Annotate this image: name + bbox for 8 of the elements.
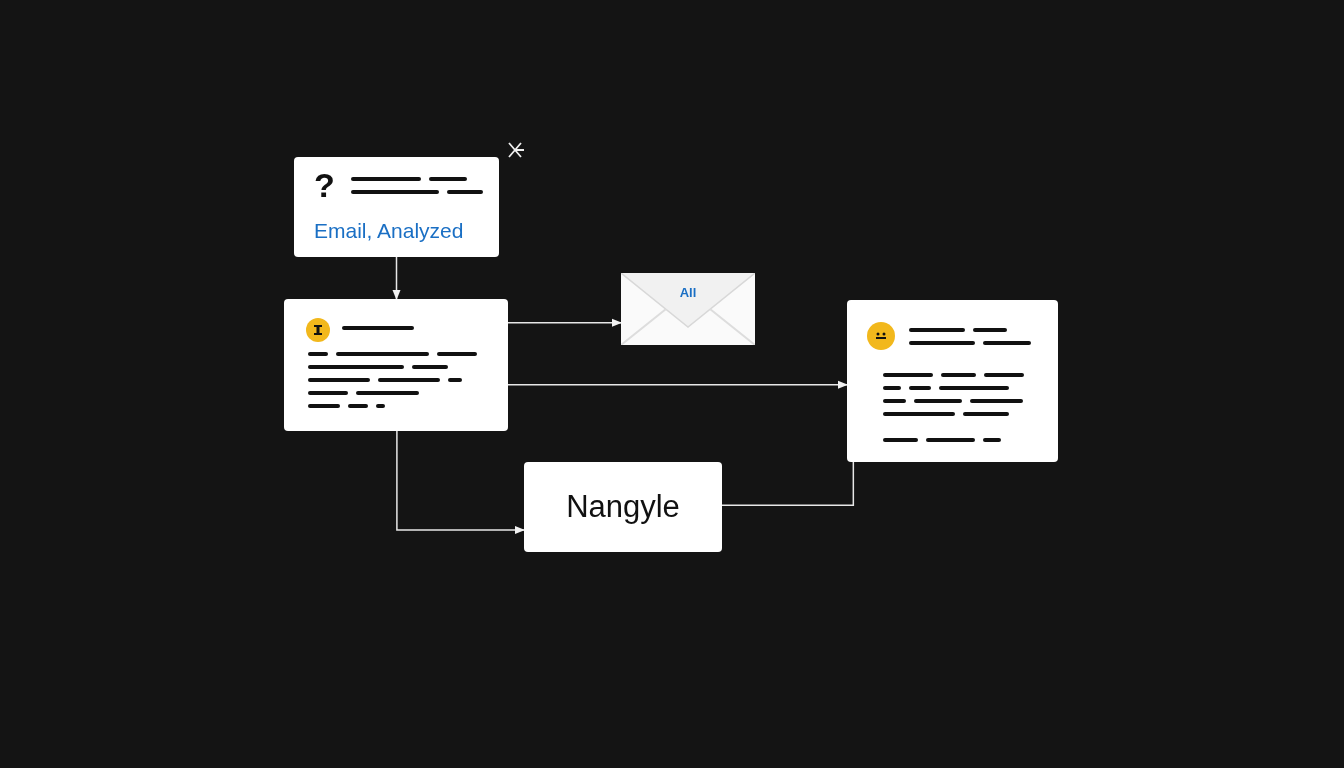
arrow: [392, 256, 401, 300]
question-mark: ?: [314, 165, 335, 205]
arrow: [507, 380, 848, 389]
envelope-label: All: [679, 284, 697, 302]
arrow: [396, 430, 525, 534]
arrow: [507, 318, 622, 327]
box-label: Nangyle: [566, 487, 680, 526]
card-heading: Email, Analyzed: [314, 218, 464, 244]
